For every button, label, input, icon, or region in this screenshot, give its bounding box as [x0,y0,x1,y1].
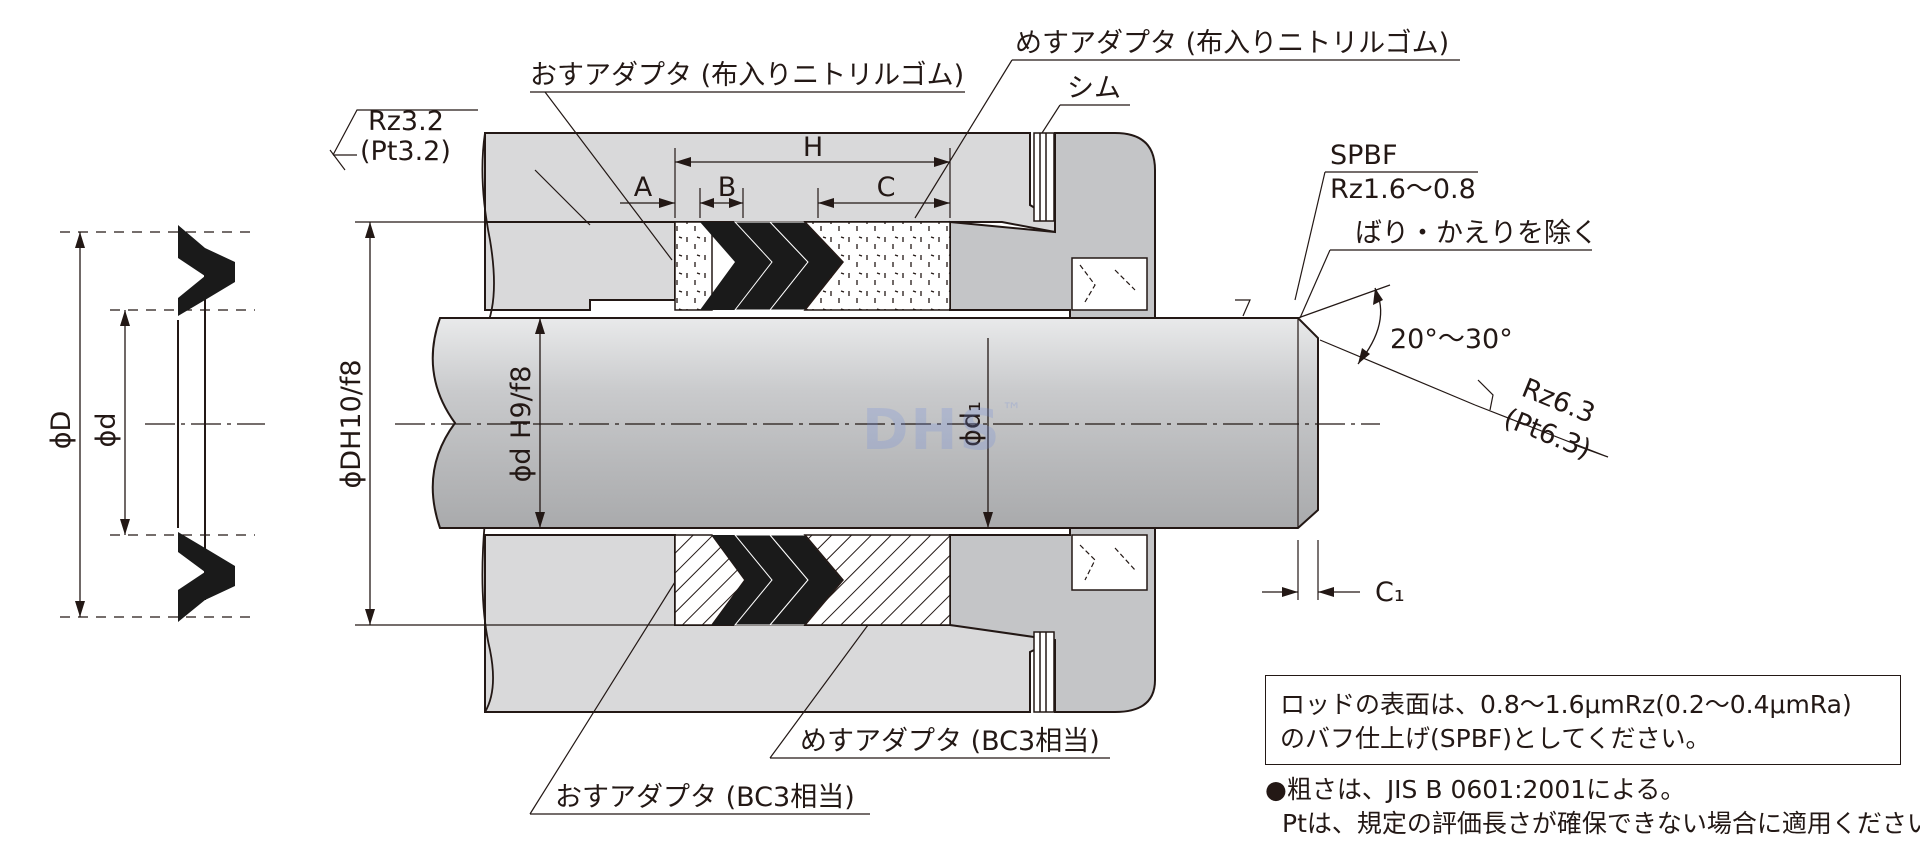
footnote-line-2: Ptは、規定の評価長さが確保できない場合に適用ください。 [1282,809,1920,838]
roughness-left-pt: (Pt3.2) [360,136,451,167]
dim-phiD-housing: ϕDH10/f8 [336,359,367,488]
dim-B: B [718,172,737,203]
dimensions: H A B C ϕDH10/f8 ϕd H9/f8 ϕd₁ [336,132,1513,626]
top-v-seal [178,225,235,316]
footnote-line-1: ●粗さは、JIS B 0601:2001による。 [1265,775,1686,804]
shim-top [1033,132,1055,222]
housing-upper [484,132,1056,234]
label-deburr: ばり・かえりを除く [1355,218,1598,249]
shim-bottom [1033,631,1055,713]
phid-left-label: ϕd [91,413,122,448]
leaders [329,59,1609,815]
female-adapter-top [803,221,951,311]
dim-phid1: ϕd₁ [956,401,987,447]
phiD-left-label: ϕD [46,411,77,450]
footnote: ●粗さは、JIS B 0601:2001による。 Ptは、規定の評価長さが確保で… [1265,773,1920,841]
male-adapter-top [674,221,713,311]
left-section-view: ϕD ϕd [46,225,265,622]
note-line-1: ロッドの表面は、0.8〜1.6μmRz(0.2〜0.4μmRa) [1280,690,1852,719]
note-line-2: のバフ仕上げ(SPBF)としてください。 [1280,724,1711,753]
label-shim: シム [1067,73,1121,104]
dim-H: H [803,132,823,163]
label-rz-spbf: Rz1.6〜0.8 [1330,174,1476,205]
surface-note-box: ロッドの表面は、0.8〜1.6μmRz(0.2〜0.4μmRa) のバフ仕上げ(… [1265,675,1901,765]
dim-C1: C₁ [1375,577,1405,608]
label-male-adapter-rubber: おすアダプタ (布入りニトリルゴム) [530,60,964,91]
main-assembly [395,132,1380,713]
label-female-adapter-bc3: めすアダプタ (BC3相当) [800,726,1100,757]
female-adapter-bottom [803,534,951,626]
dim-C: C [877,172,896,203]
v-packing-top [700,222,772,310]
dim-angle: 20°〜30° [1390,324,1513,355]
watermark: DHS™ [862,398,1024,463]
label-spbf: SPBF [1330,140,1397,171]
label-male-adapter-bc3: おすアダプタ (BC3相当) [555,782,855,813]
bottom-v-seal [178,532,235,622]
rod [431,317,1319,529]
label-female-adapter-rubber: めすアダプタ (布入りニトリルゴム) [1015,28,1449,59]
dim-phid-rod: ϕd H9/f8 [506,366,537,483]
dim-A: A [634,172,653,203]
roughness-left-rz: Rz3.2 [368,106,444,137]
v-packing-bottom [712,535,772,625]
